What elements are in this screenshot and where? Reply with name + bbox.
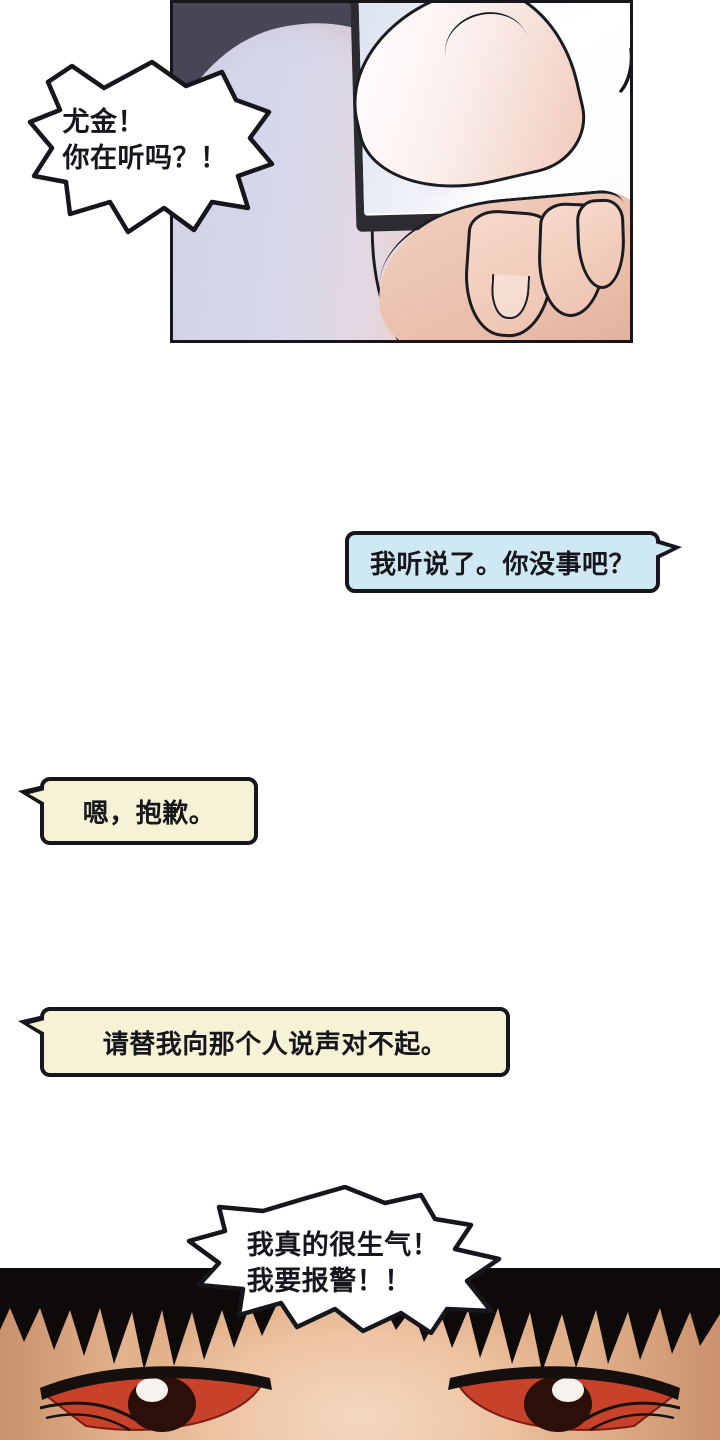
eye-right [430,1364,681,1440]
speech-bubble-shout-angry-text: 我真的很生气！ 我要报警！！ [246,1229,440,1296]
eye-left [39,1364,290,1440]
hair-bangs [0,1268,720,1372]
speech-bubble-blue-reply: 我听说了。你没事吧？ [345,531,682,593]
bubble-tail-left-fill [29,1020,45,1033]
jagged-bubble-shape [186,1184,502,1336]
bubble-tail-left-fill [29,790,45,803]
speech-bubble-yellow-apology: 嗯，抱歉。 [18,777,258,845]
speech-bubble-yellow-request-text: 请替我向那个人说声对不起。 [102,1028,448,1059]
jagged-bubble-shape [27,59,275,235]
bubble-tail-right-fill [655,543,672,556]
speech-bubble-blue-reply-text: 我听说了。你没事吧？ [369,548,635,579]
speech-bubble-shout-eugene: 尤金！ 你在听吗？！ [26,56,276,236]
speech-bubble-shout-eugene-text: 尤金！ 你在听吗？！ [62,106,228,173]
eye-left-art [39,1366,272,1432]
eye-right-art [448,1366,681,1432]
vibration-motion-lines-icon [619,47,630,93]
speech-bubble-yellow-apology-text: 嗯，抱歉。 [82,797,216,828]
speech-bubble-shout-angry: 我真的很生气！ 我要报警！！ [185,1184,505,1336]
speech-bubble-yellow-request: 请替我向那个人说声对不起。 [18,1007,510,1077]
